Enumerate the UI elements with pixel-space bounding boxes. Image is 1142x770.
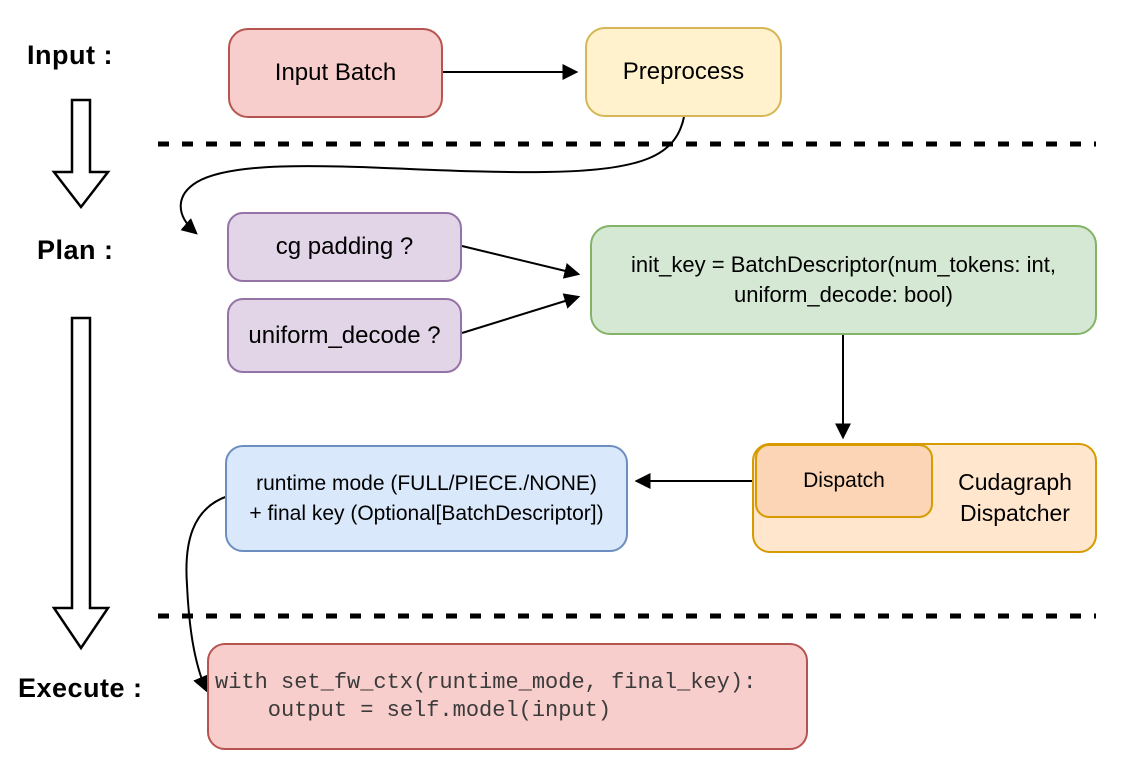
- connector-uniform-decode-to-init-key: [461, 293, 581, 334]
- node-runtime-mode: runtime mode (FULL/PIECE./NONE) + final …: [225, 445, 628, 552]
- node-preprocess: Preprocess: [585, 27, 782, 117]
- flow-arrow-plan-to-execute: [51, 316, 111, 651]
- flow-arrow-input-to-plan: [51, 98, 111, 210]
- node-dispatch: Dispatch: [755, 444, 933, 518]
- node-input-batch-label: Input Batch: [274, 59, 397, 86]
- cudagraph-label-line1: Cudagraph: [958, 469, 1072, 495]
- node-init-key-line1: init_key = BatchDescriptor(num_tokens: i…: [631, 252, 1056, 277]
- node-init-key-line2: uniform_decode: bool): [734, 282, 953, 307]
- node-uniform-decode-label: uniform_decode ?: [248, 321, 441, 349]
- node-uniform-decode: uniform_decode ?: [227, 298, 462, 373]
- node-preprocess-label: Preprocess: [622, 58, 745, 85]
- stage-label-input: Input :: [27, 40, 113, 70]
- execute-code-line1: with set_fw_ctx(runtime_mode, final_key)…: [215, 669, 757, 695]
- node-input-batch: Input Batch: [228, 28, 443, 118]
- connector-cg-padding-to-init-key: [461, 245, 581, 279]
- execute-code-line2: output = self.model(input): [215, 697, 612, 723]
- node-init-key: init_key = BatchDescriptor(num_tokens: i…: [590, 225, 1097, 335]
- node-cg-padding: cg padding ?: [227, 212, 462, 282]
- node-runtime-mode-line1: runtime mode (FULL/PIECE./NONE): [256, 471, 597, 495]
- node-execute-code: with set_fw_ctx(runtime_mode, final_key)…: [207, 643, 808, 750]
- stage-label-plan: Plan :: [37, 235, 114, 265]
- stage-label-execute: Execute :: [18, 673, 143, 703]
- node-cudagraph-dispatcher-label: Cudagraph Dispatcher: [933, 443, 1097, 553]
- node-cg-padding-label: cg padding ?: [275, 233, 414, 260]
- node-runtime-mode-line2: + final key (Optional[BatchDescriptor]): [249, 501, 604, 525]
- node-dispatch-label: Dispatch: [803, 469, 885, 492]
- cudagraph-label-line2: Dispatcher: [960, 500, 1070, 526]
